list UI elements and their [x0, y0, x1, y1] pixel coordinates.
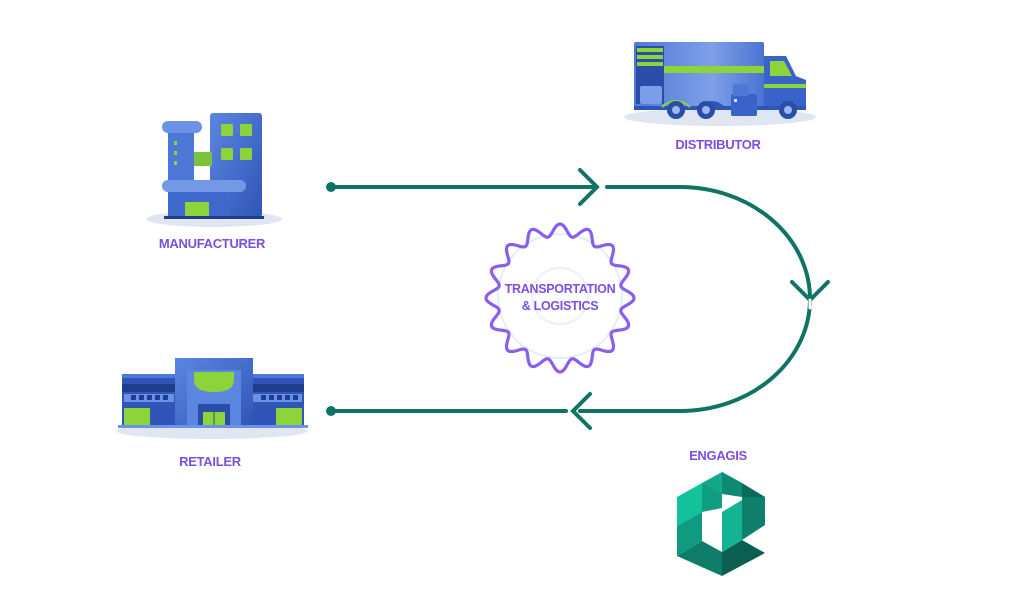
- distributor-label: DISTRIBUTOR: [675, 137, 761, 152]
- flow-arrows: [326, 168, 830, 430]
- flow-start-dot-bottom: [326, 406, 336, 416]
- engagis-logo-icon: [677, 472, 765, 576]
- center-label-line2: & LOGISTICS: [521, 299, 599, 313]
- retailer-label: RETAILER: [179, 454, 241, 469]
- engagis-label: ENGAGIS: [689, 448, 747, 463]
- transportation-logistics-label: TRANSPORTATION & LOGISTICS: [480, 281, 640, 315]
- arrow-right-icon: [578, 168, 600, 206]
- factory-building-icon: [146, 113, 282, 227]
- delivery-truck-icon: [624, 42, 816, 126]
- wavy-badge-icon: [484, 222, 636, 374]
- store-front-icon: [116, 358, 308, 439]
- manufacturer-label: MANUFACTURER: [158, 236, 266, 251]
- arrow-left-icon: [570, 392, 592, 430]
- center-label-line1: TRANSPORTATION: [504, 282, 616, 296]
